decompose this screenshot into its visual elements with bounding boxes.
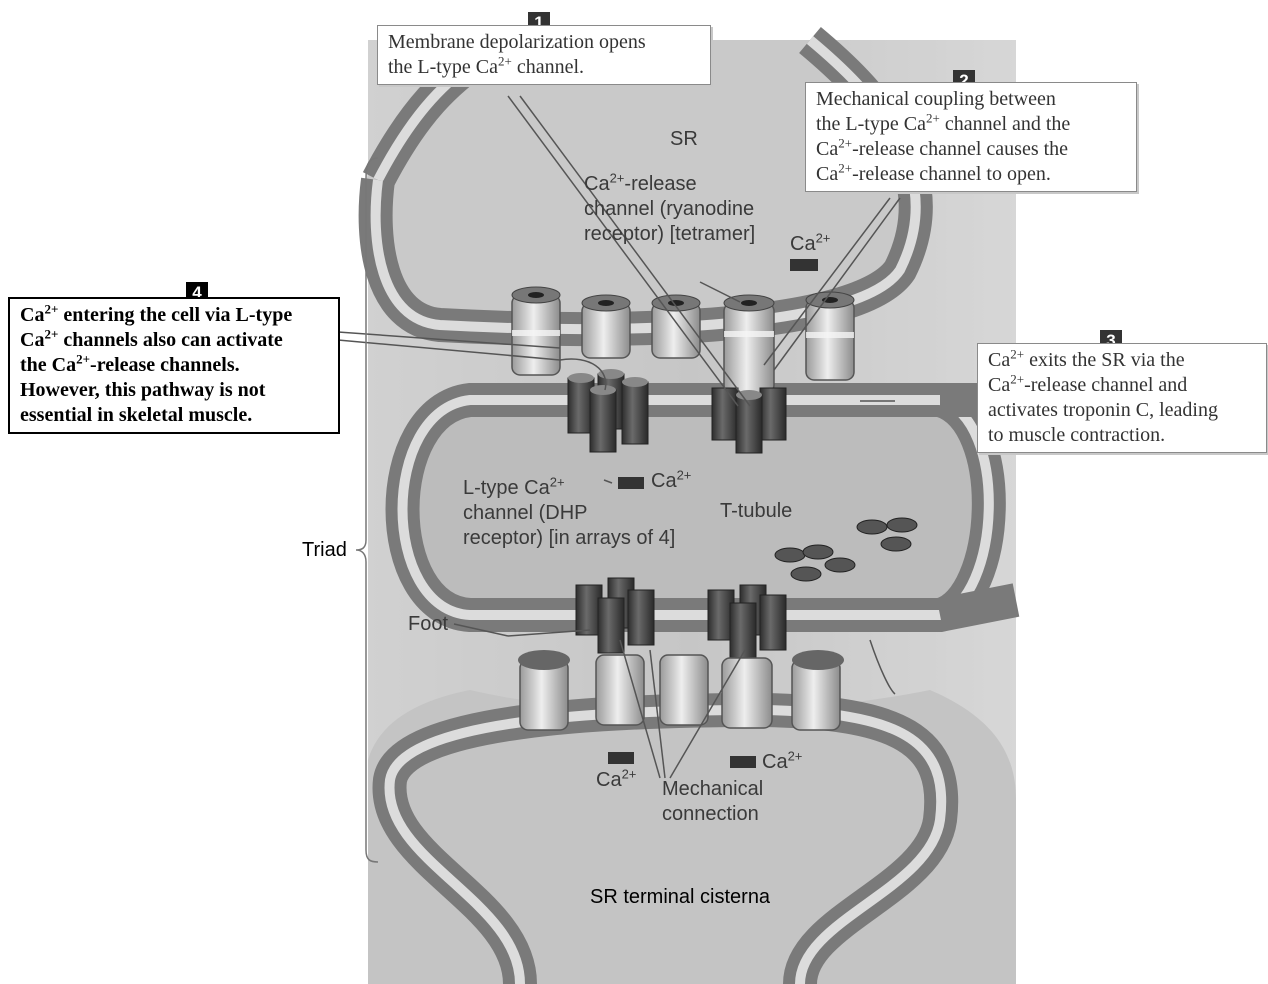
sr-label: SR — [670, 128, 698, 150]
step-4-line-1: Ca2+ entering the cell via L-type — [20, 301, 293, 326]
ltype-channel-label-line-3: receptor) [in arrays of 4] — [463, 527, 676, 549]
step-2-line-2: the L-type Ca2+ channel and the — [816, 110, 1071, 135]
mechanical-connection-line-1: Mechanical — [662, 778, 764, 800]
sr-terminal-cisterna-label: SR terminal cisterna — [590, 886, 771, 908]
ca-ion-marker-low-left — [608, 752, 634, 764]
leader-lines — [337, 95, 901, 779]
step-1-callout: Membrane depolarization opens the L-type… — [377, 25, 711, 85]
step-3-line-2: Ca2+-release channel and — [988, 371, 1188, 396]
ca-ion-marker-mid — [618, 477, 644, 489]
step-4-line-3: the Ca2+-release channels. — [20, 351, 240, 376]
step-4-callout: Ca2+ entering the cell via L-type Ca2+ c… — [8, 297, 340, 434]
step-4-line-2: Ca2+ channels also can activate — [20, 326, 283, 351]
upper-release-channels — [511, 286, 855, 394]
step-2-callout: Mechanical coupling between the L-type C… — [805, 82, 1137, 192]
ltype-channel-label-line-2: channel (DHP — [463, 502, 588, 524]
step-1-line-1: Membrane depolarization opens — [388, 31, 646, 53]
upper-dhp-array-left — [567, 369, 649, 453]
lower-dhp-array-left — [575, 577, 655, 654]
step-1-line-2: the L-type Ca2+ channel. — [388, 53, 584, 78]
step-3-line-4: to muscle contraction. — [988, 424, 1166, 446]
step-2-line-3: Ca2+-release channel causes the — [816, 135, 1069, 160]
ltype-channel-label: L-type Ca2+ channel (DHP receptor) [in a… — [463, 474, 676, 551]
ca-top-label: Ca2+ — [790, 230, 831, 255]
release-channel-label-line-1: Ca2+-release — [584, 170, 697, 195]
step-2-line-1: Mechanical coupling between — [816, 88, 1056, 110]
step-3-line-3: activates troponin C, leading — [988, 399, 1218, 421]
triad-label: Triad — [302, 539, 347, 561]
t-tubule-label: T-tubule — [720, 500, 793, 522]
step-3-line-1: Ca2+ exits the SR via the — [988, 346, 1185, 371]
step-4-line-4: However, this pathway is not — [20, 379, 266, 401]
step-2-line-4: Ca2+-release channel to open. — [816, 160, 1051, 185]
mechanical-connection-label: Mechanical connection — [662, 777, 763, 827]
release-channel-label-line-3: receptor) [tetramer] — [584, 223, 756, 245]
lower-release-channels — [518, 650, 844, 731]
step-3-callout: Ca2+ exits the SR via the Ca2+-release c… — [977, 343, 1267, 453]
upper-dhp-array-right — [711, 387, 787, 454]
release-channel-label: Ca2+-release channel (ryanodine receptor… — [584, 170, 756, 247]
release-channel-label-line-2: channel (ryanodine — [584, 198, 755, 220]
triad-bracket — [355, 157, 379, 863]
ca-low-left-label: Ca2+ — [596, 766, 637, 791]
ltype-channel-label-line-1: L-type Ca2+ — [463, 474, 565, 499]
ca-ion-marker-low-right — [730, 756, 756, 768]
ca-low-right-label: Ca2+ — [762, 748, 803, 773]
ca-mid-label: Ca2+ — [651, 467, 692, 492]
lower-dhp-array-right — [707, 584, 787, 662]
foot-label: Foot — [408, 613, 449, 635]
ca-ion-marker-top — [790, 259, 818, 271]
lower-sr-membrane — [368, 690, 1016, 984]
dhp-rings-ttubule — [774, 517, 918, 582]
mechanical-connection-line-2: connection — [662, 803, 759, 825]
step-4-line-5: essential in skeletal muscle. — [20, 404, 253, 426]
